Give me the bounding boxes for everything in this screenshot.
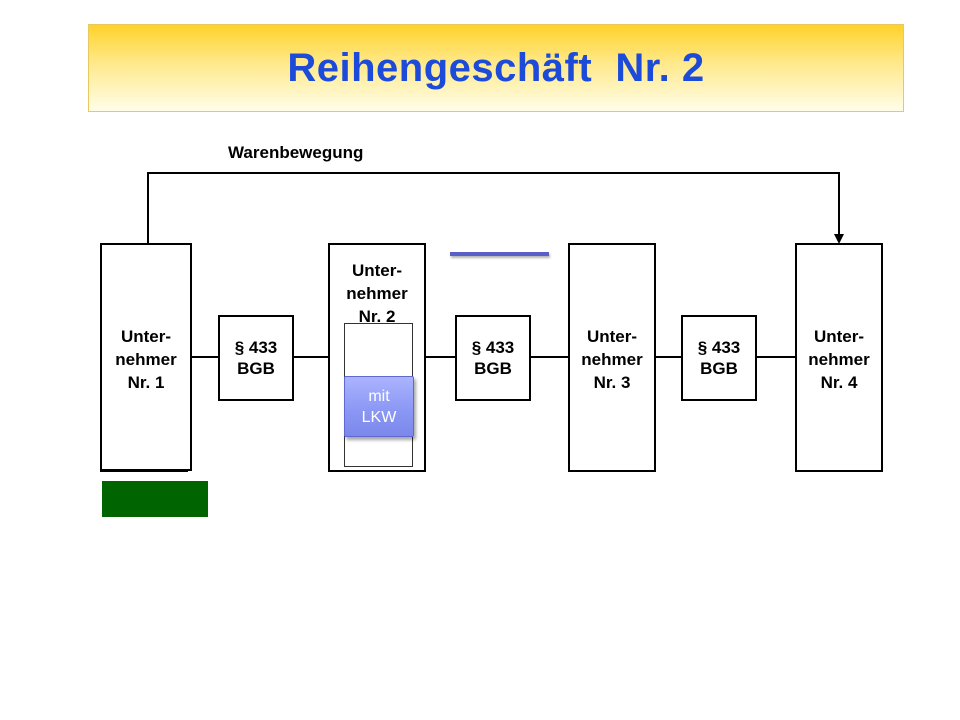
flow-arrowhead xyxy=(834,234,844,244)
party-box-4: Unter- nehmer Nr. 4 xyxy=(795,243,883,472)
contract-2-law: BGB xyxy=(474,359,512,378)
connector-5 xyxy=(656,356,681,358)
green-marker-box xyxy=(102,481,208,517)
party-box-1: Unter- nehmer Nr. 1 xyxy=(100,243,192,471)
connector-2 xyxy=(294,356,328,358)
contract-3-law: BGB xyxy=(700,359,738,378)
connector-1 xyxy=(192,356,218,358)
flow-arrow-vertical-left xyxy=(147,172,149,244)
contract-box-1: § 433 BGB xyxy=(218,315,294,401)
party-box-3: Unter- nehmer Nr. 3 xyxy=(568,243,656,472)
contract-box-3: § 433 BGB xyxy=(681,315,757,401)
party-label-2: Unter- nehmer Nr. 2 xyxy=(346,261,408,326)
contract-2-paragraph: § 433 xyxy=(471,338,515,357)
title-banner: Reihengeschäft Nr. 2 xyxy=(88,24,904,112)
connector-4 xyxy=(531,356,568,358)
flow-arrow-horizontal xyxy=(147,172,840,174)
page-title: Reihengeschäft Nr. 2 xyxy=(287,45,705,90)
connector-6 xyxy=(757,356,795,358)
blue-accent-bar xyxy=(450,252,549,256)
flow-arrow-vertical-right xyxy=(838,172,840,236)
party-label-3: Unter- nehmer Nr. 3 xyxy=(581,327,643,392)
contract-1-paragraph: § 433 xyxy=(234,338,278,357)
contract-3-paragraph: § 433 xyxy=(697,338,741,357)
contract-box-2: § 433 BGB xyxy=(455,315,531,401)
party-1-underline xyxy=(100,469,188,472)
connector-3 xyxy=(426,356,455,358)
party-label-1: Unter- nehmer Nr. 1 xyxy=(115,327,177,392)
contract-1-law: BGB xyxy=(237,359,275,378)
transport-mode-box: mit LKW xyxy=(344,376,414,437)
goods-flow-label: Warenbewegung xyxy=(228,143,364,162)
party-label-4: Unter- nehmer Nr. 4 xyxy=(808,327,870,392)
